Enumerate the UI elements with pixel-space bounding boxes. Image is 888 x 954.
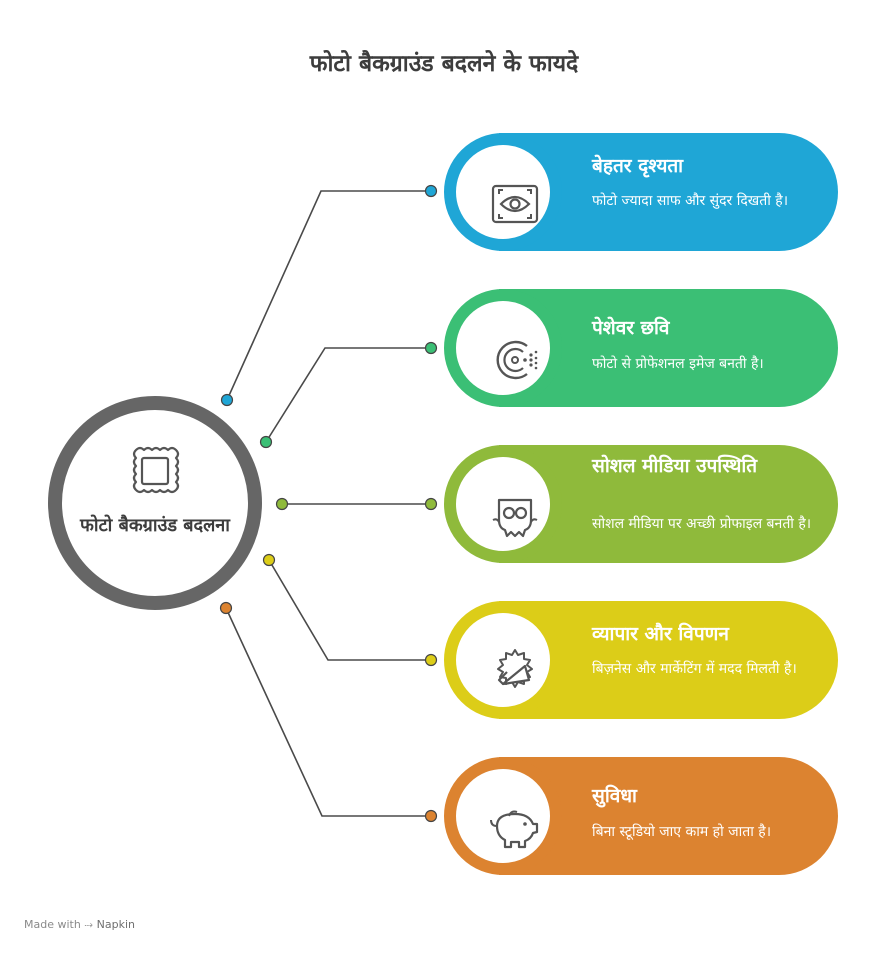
glasses-face-icon	[492, 498, 538, 538]
connector-line	[265, 347, 431, 443]
benefit-title: व्यापार और विपणन	[592, 623, 729, 645]
benefit-icon-circle	[444, 133, 562, 251]
connector-start-dot	[275, 497, 289, 511]
benefit-title: पेशेवर छवि	[592, 317, 670, 339]
connector-end-dot	[424, 809, 438, 823]
central-hub: फोटो बैकग्राउंड बदलना	[48, 396, 262, 610]
connector-line	[225, 607, 431, 817]
benefit-icon-circle	[444, 757, 562, 875]
benefit-card-business: व्यापार और विपणन बिज़नेस और मार्केटिंग म…	[444, 601, 838, 719]
connector-end-dot	[424, 184, 438, 198]
benefit-icon-circle	[444, 289, 562, 407]
connector-end-dot	[424, 653, 438, 667]
brand-name: Napkin	[96, 918, 135, 931]
benefit-description: फोटो ज्यादा साफ और सुंदर दिखती है।	[592, 193, 789, 209]
benefit-title: सोशल मीडिया उपस्थिति	[592, 455, 758, 477]
eye-icon	[491, 184, 539, 224]
benefit-card-convenience: सुविधा बिना स्टूडियो जाए काम हो जाता है।	[444, 757, 838, 875]
benefit-description: सोशल मीडिया पर अच्छी प्रोफाइल बनती है।	[592, 516, 812, 532]
hub-label: फोटो बैकग्राउंड बदलना	[80, 515, 230, 536]
benefit-card-professional: पेशेवर छवि फोटो से प्रोफेशनल इमेज बनती ह…	[444, 289, 838, 407]
connector-start-dot	[259, 435, 273, 449]
benefit-description: बिज़नेस और मार्केटिंग में मदद मिलती है।	[592, 661, 797, 677]
connector-end-dot	[424, 341, 438, 355]
connector-start-dot	[220, 393, 234, 407]
benefit-card-social: सोशल मीडिया उपस्थिति सोशल मीडिया पर अच्छ…	[444, 445, 838, 563]
benefit-description: फोटो से प्रोफेशनल इमेज बनती है।	[592, 356, 764, 372]
benefit-title: सुविधा	[592, 785, 637, 807]
connector-line	[226, 190, 431, 401]
benefit-card-visibility: बेहतर दृश्यता फोटो ज्यादा साफ और सुंदर द…	[444, 133, 838, 251]
megaphone-icon	[497, 649, 533, 688]
connector-line	[268, 559, 431, 661]
connector-start-dot	[219, 601, 233, 615]
napkin-logo-icon: ⤑	[84, 918, 94, 931]
piggy-bank-icon	[490, 810, 539, 849]
benefit-icon-circle	[444, 601, 562, 719]
benefit-description: बिना स्टूडियो जाए काम हो जाता है।	[592, 824, 772, 840]
dotted-c-icon	[496, 340, 538, 380]
page-title: फोटो बैकग्राउंड बदलने के फायदे	[309, 51, 579, 77]
benefit-title: बेहतर दृश्यता	[592, 155, 684, 177]
footer-credit: Made with ⤑ Napkin	[24, 918, 135, 932]
connector-start-dot	[262, 553, 276, 567]
connector-end-dot	[424, 497, 438, 511]
made-with-label: Made with	[24, 918, 81, 931]
frame-icon	[132, 446, 180, 494]
benefit-icon-circle	[444, 445, 562, 563]
